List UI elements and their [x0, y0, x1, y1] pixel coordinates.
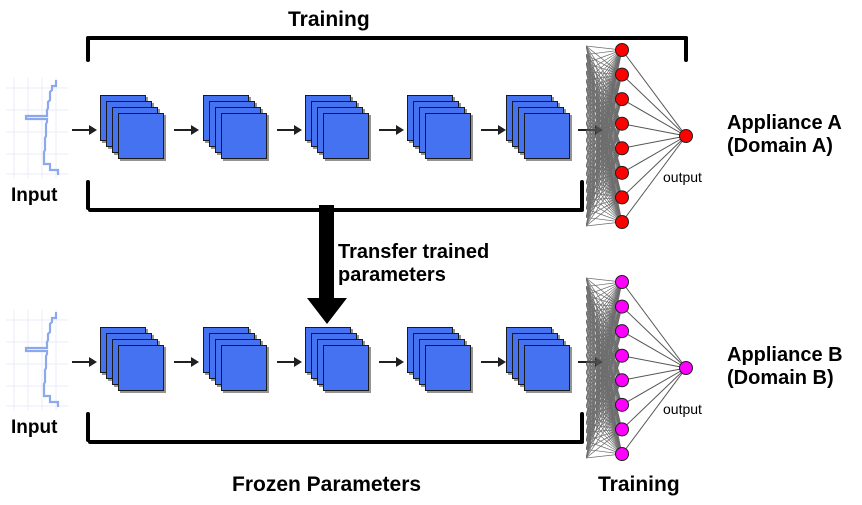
conv-stack-b-3 — [305, 327, 379, 397]
right-arrow-icon — [277, 123, 303, 137]
right-arrow-icon — [277, 355, 303, 369]
mlp-hidden-node — [615, 92, 629, 107]
signal-plot-input-b — [6, 310, 68, 410]
label-appliance-b: Appliance B (Domain B) — [727, 344, 843, 390]
mlp-hidden-node — [615, 275, 629, 289]
mlp-hidden-node — [615, 348, 629, 363]
appliance-b-line2: (Domain B) — [727, 367, 834, 389]
bracket-frozen-parameters — [86, 412, 586, 444]
mlp-network-a — [585, 38, 706, 234]
right-arrow-icon — [379, 123, 405, 137]
right-arrow-icon — [72, 355, 98, 369]
conv-stack-a-5 — [506, 95, 580, 165]
right-arrow-icon — [379, 355, 405, 369]
appliance-a-line1: Appliance A — [727, 112, 842, 134]
label-input-b: Input — [11, 417, 58, 438]
bracket-row-a-bottom — [86, 180, 586, 212]
bracket-training-top — [86, 36, 690, 64]
transfer-line1: Transfer trained — [338, 241, 490, 263]
mlp-hidden-node — [615, 397, 629, 412]
label-output-a: output — [663, 169, 702, 185]
down-arrow-icon — [307, 205, 347, 325]
conv-stack-b-5 — [506, 327, 580, 397]
conv-stack-a-1 — [100, 95, 174, 165]
mlp-hidden-node — [615, 215, 629, 229]
mlp-hidden-node — [615, 299, 629, 314]
mlp-output-node — [679, 129, 693, 143]
label-frozen-parameters: Frozen Parameters — [232, 473, 422, 496]
right-arrow-icon — [174, 123, 200, 137]
label-input-a: Input — [11, 185, 58, 206]
right-arrow-icon — [72, 123, 98, 137]
mlp-hidden-node — [615, 67, 629, 82]
label-training-top: Training — [288, 8, 370, 31]
mlp-hidden-node — [615, 324, 629, 339]
conv-stack-a-3 — [305, 95, 379, 165]
mlp-hidden-node — [615, 190, 629, 205]
label-output-b: output — [663, 401, 702, 417]
mlp-network-b — [585, 270, 706, 466]
right-arrow-icon — [481, 123, 507, 137]
conv-stack-b-1 — [100, 327, 174, 397]
mlp-hidden-node — [615, 116, 629, 131]
right-arrow-icon — [481, 355, 507, 369]
mlp-hidden-node — [615, 141, 629, 156]
mlp-hidden-node — [615, 447, 629, 461]
transfer-line2: parameters — [338, 264, 446, 286]
right-arrow-icon — [174, 355, 200, 369]
signal-plot-input-a — [6, 78, 68, 178]
appliance-a-line2: (Domain A) — [727, 135, 833, 157]
mlp-hidden-node — [615, 422, 629, 437]
mlp-hidden-node — [615, 43, 629, 57]
label-training-bottom: Training — [598, 473, 680, 496]
conv-stack-b-4 — [407, 327, 481, 397]
label-transfer-trained-parameters: Transfer trained parameters — [338, 241, 489, 287]
mlp-hidden-node — [615, 373, 629, 388]
label-appliance-a: Appliance A (Domain A) — [727, 112, 842, 158]
conv-stack-b-2 — [203, 327, 277, 397]
conv-stack-a-4 — [407, 95, 481, 165]
conv-stack-a-2 — [203, 95, 277, 165]
appliance-b-line1: Appliance B — [727, 344, 843, 366]
mlp-hidden-node — [615, 165, 629, 180]
mlp-output-node — [679, 361, 693, 375]
